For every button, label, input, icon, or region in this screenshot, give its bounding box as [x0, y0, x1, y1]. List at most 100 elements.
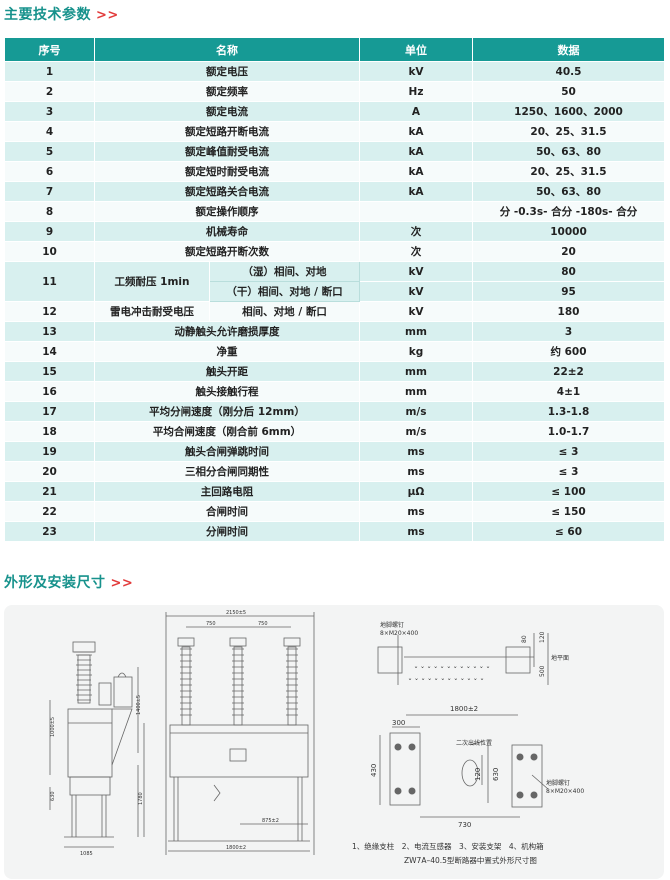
cell-value: 80	[472, 261, 665, 282]
dim-1800-front: 1800±2	[226, 845, 246, 851]
cell-name: 工频耐压 1min	[94, 261, 210, 302]
cell-unit: ms	[359, 501, 473, 522]
cell-no: 3	[4, 101, 95, 122]
cell-no: 9	[4, 221, 95, 242]
anchor-spec: 8×M20×400	[380, 630, 418, 637]
cell-value: 40.5	[472, 61, 665, 82]
dim-80: 80	[521, 635, 528, 643]
cell-value: 10000	[472, 221, 665, 242]
cell-no: 21	[4, 481, 95, 502]
secondary-label: 二次出线位置	[456, 739, 492, 747]
chevron-right-icon: >>	[110, 576, 134, 591]
cell-unit: mm	[359, 321, 473, 342]
cell-unit: 次	[359, 241, 473, 262]
cell-unit: mm	[359, 361, 473, 382]
cell-no: 1	[4, 61, 95, 82]
cell-no: 4	[4, 121, 95, 142]
svg-text:ˇ ˇ ˇ ˇ ˇ ˇ ˇ ˇ ˇ ˇ ˇ ˇ: ˇ ˇ ˇ ˇ ˇ ˇ ˇ ˇ ˇ ˇ ˇ ˇ	[408, 677, 484, 687]
cell-value: ≤ 100	[472, 481, 665, 502]
cell-no: 6	[4, 161, 95, 182]
cell-name: 额定短时耐受电流	[94, 161, 360, 182]
dim-875: 875±2	[262, 818, 279, 824]
cell-unit: kA	[359, 121, 473, 142]
cell-no: 17	[4, 401, 95, 422]
cell-value: 约 600	[472, 341, 665, 362]
dim-300: 300	[392, 719, 405, 727]
cell-value: 22±2	[472, 361, 665, 382]
dim-120-b: 120	[474, 768, 482, 781]
ground-label: 地平面	[551, 654, 569, 662]
cell-name: 触头合闸弹跳时间	[94, 441, 360, 462]
cell-value: 50	[472, 81, 665, 102]
cell-name: 净重	[94, 341, 360, 362]
cell-name: 额定短路开断电流	[94, 121, 360, 142]
dim-1085: 1085	[80, 851, 93, 857]
cell-unit: ms	[359, 521, 473, 542]
cell-name: 雷电冲击耐受电压	[94, 301, 210, 322]
cell-name: 额定电压	[94, 61, 360, 82]
dim-1000: 1000±5	[50, 717, 56, 737]
cell-no: 7	[4, 181, 95, 202]
drawing-caption: ZW7A–40.5型断路器中置式外形尺寸图	[404, 855, 537, 865]
cell-no: 11	[4, 261, 95, 302]
dim-2150: 2150±5	[226, 610, 246, 616]
cell-unit: m/s	[359, 421, 473, 442]
dim-1800-plan: 1800±2	[450, 705, 478, 713]
install-plan	[377, 633, 549, 818]
bolt-holes	[394, 743, 538, 799]
cell-value: 1250、1600、2000	[472, 101, 665, 122]
cell-value: ≤ 3	[472, 441, 665, 462]
outline-drawing: ˇ ˇ ˇ ˇ ˇ ˇ ˇ ˇ ˇ ˇ ˇ ˇ ˇ ˇ ˇ ˇ ˇ ˇ ˇ ˇ …	[4, 605, 664, 879]
cell-value: ≤ 3	[472, 461, 665, 482]
cell-no: 22	[4, 501, 95, 522]
dim-750-b: 750	[258, 621, 268, 627]
cell-no: 8	[4, 201, 95, 222]
dim-730: 730	[458, 821, 471, 829]
cell-value: 50、63、80	[472, 181, 665, 202]
cell-name: 分闸时间	[94, 521, 360, 542]
cell-value: 180	[472, 301, 665, 322]
outline-title-text: 外形及安装尺寸	[4, 575, 106, 591]
dim-1780: 1780	[138, 792, 144, 805]
cell-no: 18	[4, 421, 95, 442]
cell-unit: μΩ	[359, 481, 473, 502]
cell-name: 额定峰值耐受电流	[94, 141, 360, 162]
cell-unit: ms	[359, 461, 473, 482]
cell-no: 5	[4, 141, 95, 162]
cell-unit: Hz	[359, 81, 473, 102]
cell-value: 95	[472, 281, 665, 302]
svg-text:ˇ ˇ ˇ ˇ ˇ ˇ ˇ ˇ ˇ ˇ ˇ ˇ: ˇ ˇ ˇ ˇ ˇ ˇ ˇ ˇ ˇ ˇ ˇ ˇ	[414, 665, 490, 675]
cell-no: 2	[4, 81, 95, 102]
cell-no: 20	[4, 461, 95, 482]
anchor-label-2: 地脚螺钉	[546, 779, 570, 787]
cell-no: 19	[4, 441, 95, 462]
cell-value: 20	[472, 241, 665, 262]
cell-subname: （干）相间、对地 / 断口	[209, 281, 360, 302]
drawing-legend: 1、绝缘支柱 2、电流互感器 3、安装支架 4、机构箱	[352, 841, 544, 851]
cell-value: 50、63、80	[472, 141, 665, 162]
cell-unit: kg	[359, 341, 473, 362]
cell-name: 三相分合闸同期性	[94, 461, 360, 482]
cell-no: 23	[4, 521, 95, 542]
header-unit: 单位	[359, 37, 473, 62]
dim-630: 630	[50, 791, 56, 801]
cell-unit	[359, 201, 473, 222]
dim-630-b: 630	[492, 768, 500, 781]
cell-no: 10	[4, 241, 95, 262]
anchor-label: 地脚螺钉	[380, 621, 404, 629]
